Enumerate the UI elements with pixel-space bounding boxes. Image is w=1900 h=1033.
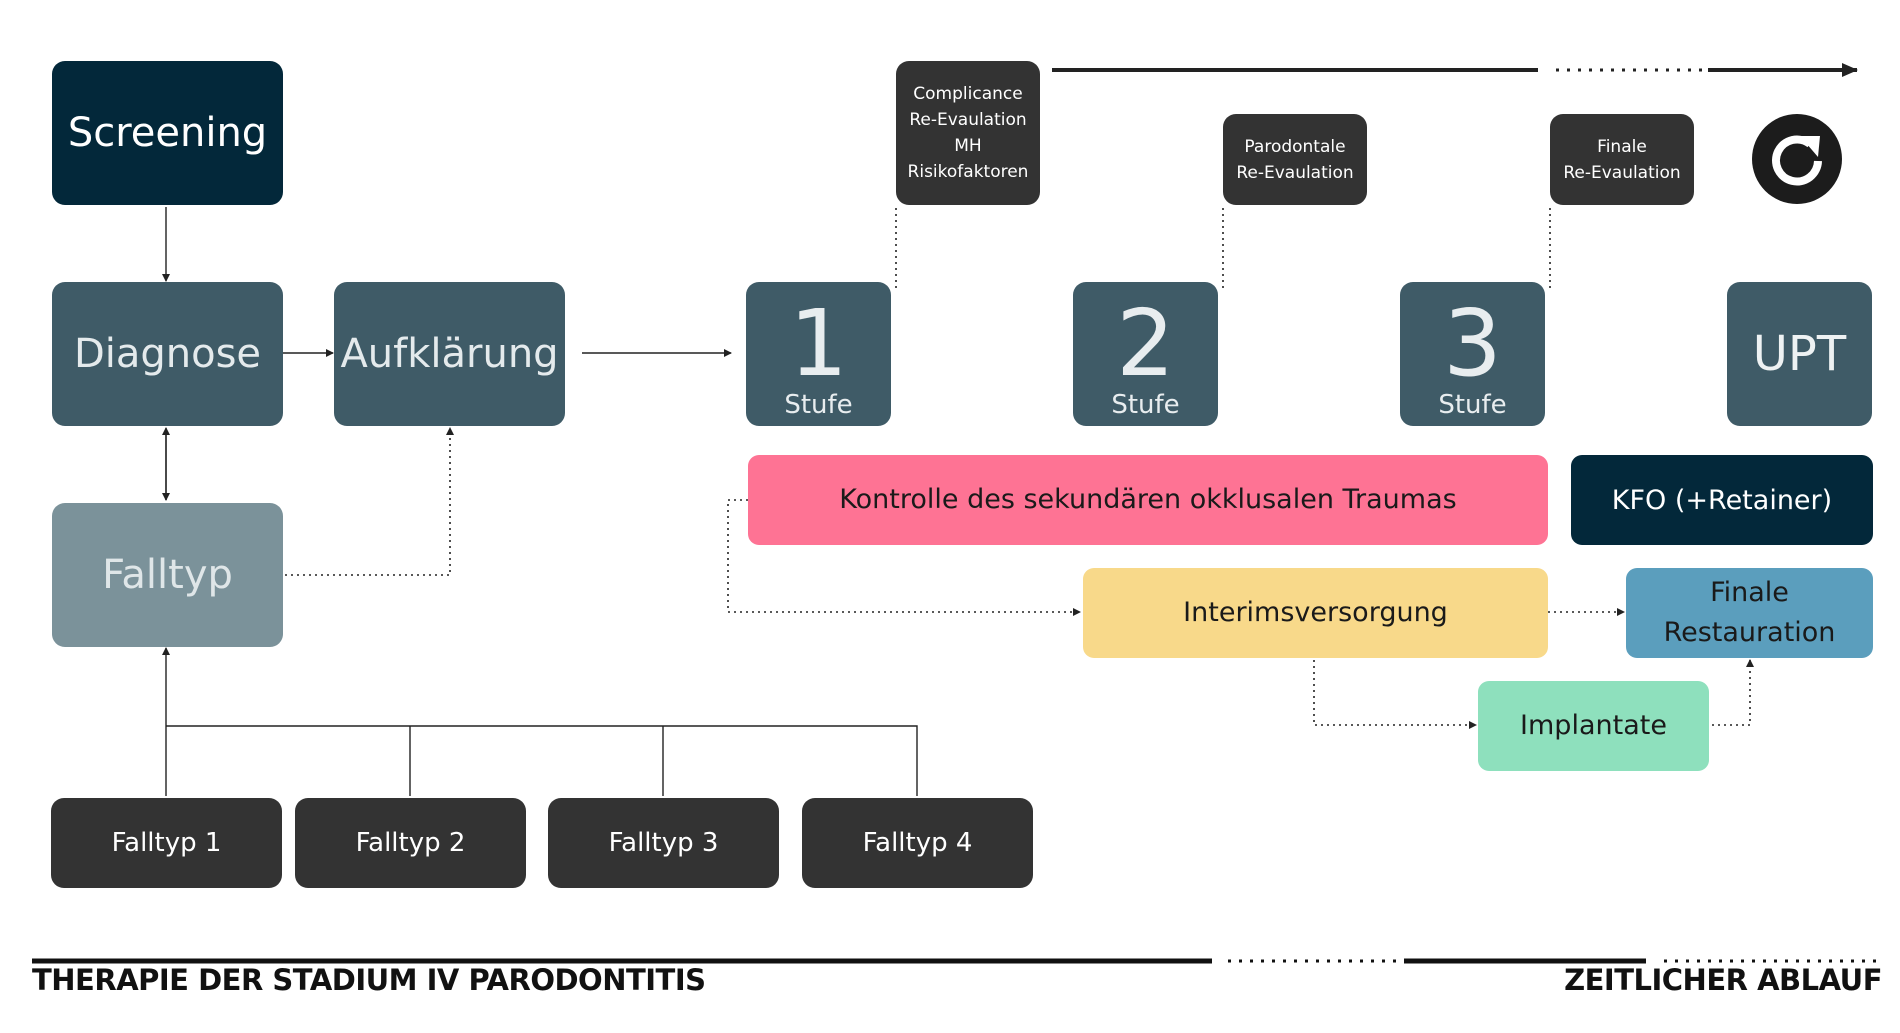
evaluation-box-1: Complicance Re-Evaulation MH Risikofakto… — [896, 61, 1040, 205]
stufe-1-number: 1 — [789, 290, 848, 397]
stufe-2-label: Stufe — [1111, 390, 1180, 420]
evaluation-box-2: Parodontale Re-Evaulation — [1223, 114, 1367, 205]
falltyp-3-box: Falltyp 3 — [548, 798, 779, 888]
stufe-1-box: 1 Stufe — [746, 282, 891, 426]
implantate-box: Implantate — [1478, 681, 1709, 771]
stufe-1-label: Stufe — [784, 390, 853, 420]
falltyp-4-box: Falltyp 4 — [802, 798, 1033, 888]
stufe-3-label: Stufe — [1438, 390, 1507, 420]
evaluation-1-line-2: Re-Evaulation — [909, 110, 1027, 130]
evaluation-1-line-3: MH — [954, 136, 982, 156]
interims-bar: Interimsversorgung — [1083, 568, 1548, 658]
evaluation-1-line-4: Risikofaktoren — [907, 162, 1029, 182]
evaluation-1-line-1: Complicance — [913, 84, 1023, 104]
screening-box: Screening — [52, 61, 283, 205]
evaluation-2-line-2: Re-Evaulation — [1236, 162, 1354, 183]
finale-restauration-line-2: Restauration — [1663, 617, 1836, 648]
kfo-box: KFO (+Retainer) — [1571, 455, 1873, 545]
evaluation-3-line-2: Re-Evaulation — [1563, 162, 1681, 183]
aufklaerung-box: Aufklärung — [334, 282, 565, 426]
evaluation-3-line-1: Finale — [1597, 136, 1647, 157]
kontrolle-bar: Kontrolle des sekundären okklusalen Trau… — [748, 455, 1548, 545]
diagnose-box: Diagnose — [52, 282, 283, 426]
stufe-2-box: 2 Stufe — [1073, 282, 1218, 426]
falltyp-1-box: Falltyp 1 — [51, 798, 282, 888]
upt-box: UPT — [1727, 282, 1872, 426]
footer-timeline: ZEITLICHER ABLAUF — [1564, 963, 1882, 997]
finale-restauration-line-1: Finale — [1710, 577, 1789, 608]
reload-icon — [1752, 114, 1842, 204]
evaluation-box-3: Finale Re-Evaulation — [1550, 114, 1694, 205]
stufe-3-number: 3 — [1443, 290, 1502, 397]
finale-restauration-box: Finale Restauration — [1626, 568, 1873, 658]
stufe-3-box: 3 Stufe — [1400, 282, 1545, 426]
falltyp-2-box: Falltyp 2 — [295, 798, 526, 888]
evaluation-2-line-1: Parodontale — [1244, 136, 1346, 157]
stufe-2-number: 2 — [1116, 290, 1175, 397]
footer-title: THERAPIE DER STADIUM IV PARODONTITIS — [32, 963, 706, 997]
falltyp-box: Falltyp — [52, 503, 283, 647]
